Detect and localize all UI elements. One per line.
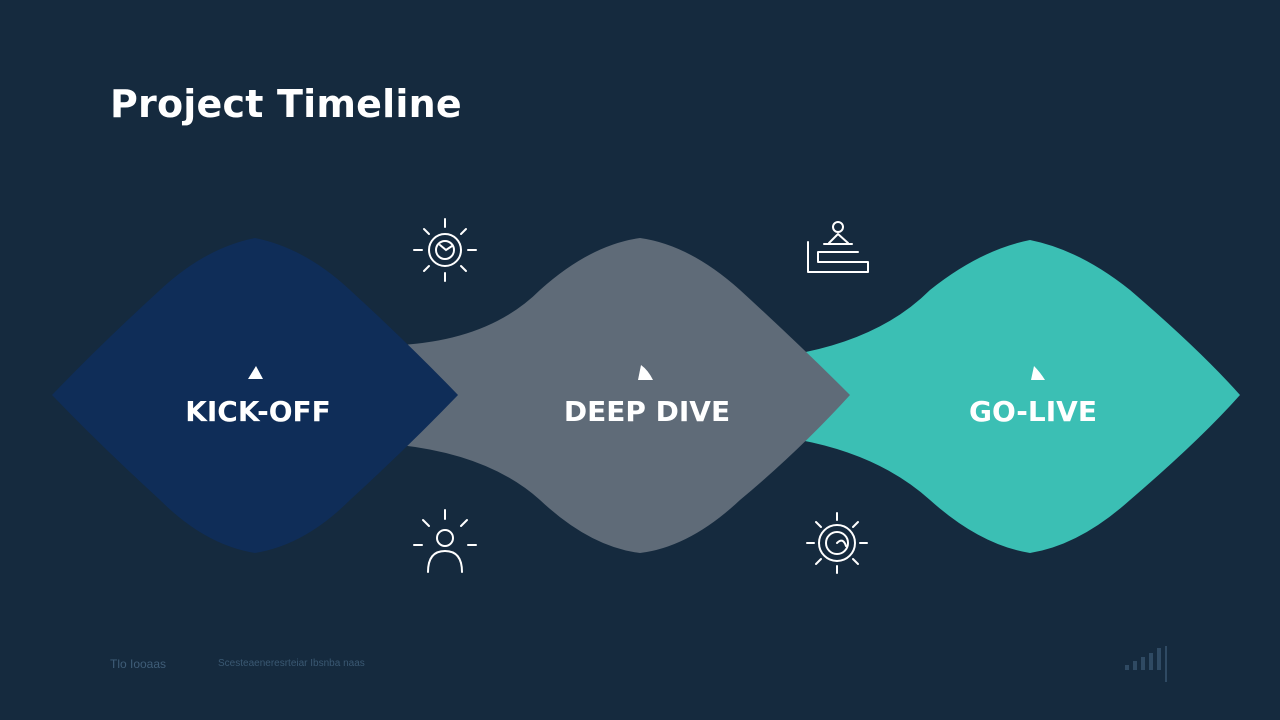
stage-label-go-live: GO-LIVE [969, 395, 1097, 428]
sun-target-icon [413, 218, 477, 282]
triangle-marker-icon [248, 366, 263, 379]
stage-shape-kick-off [52, 238, 458, 553]
stage-shape-go-live [790, 240, 1240, 553]
person-on-platform-icon [807, 221, 869, 273]
signal-bars-icon [1125, 646, 1167, 682]
stage-shape-deep-dive [400, 238, 850, 553]
page-title: Project Timeline [110, 82, 462, 126]
sun-spiral-icon [806, 512, 868, 574]
sun-person-icon [413, 509, 477, 573]
fin-marker-icon [638, 365, 653, 380]
fin-marker-icon [1031, 366, 1045, 380]
footer-note: Scesteaeneresrteiar Ibsnba naas [218, 658, 365, 669]
stage-label-kick-off: KICK-OFF [185, 395, 331, 428]
stage-label-deep-dive: DEEP DIVE [563, 395, 731, 428]
footer-brand: Tlo Iooaas [110, 657, 167, 671]
